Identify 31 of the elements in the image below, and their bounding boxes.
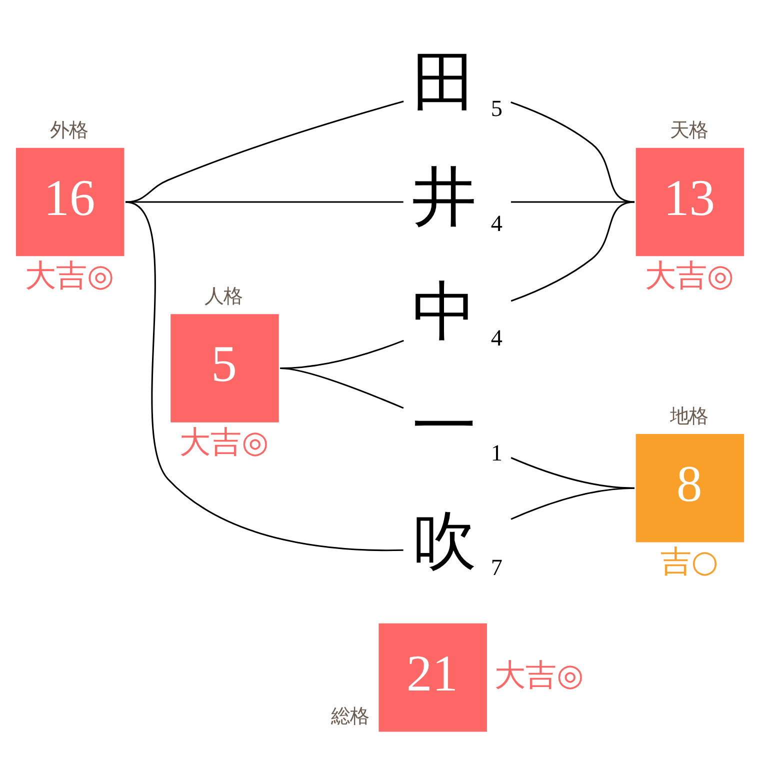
node-text: 田 bbox=[412, 44, 476, 120]
node-label: 1 bbox=[490, 440, 502, 466]
node-label: 4 bbox=[490, 210, 502, 236]
node-label: 4 bbox=[490, 325, 502, 352]
connector bbox=[280, 367, 404, 408]
node-label: 地格 bbox=[670, 404, 708, 427]
connector bbox=[510, 101, 635, 202]
node-box: 13 bbox=[636, 147, 744, 256]
node-text: 一 bbox=[412, 388, 476, 464]
node-text: 中 bbox=[412, 274, 476, 349]
connector bbox=[125, 100, 404, 202]
node-label: 大吉◎ bbox=[644, 258, 734, 294]
node-box: 5 bbox=[170, 314, 279, 422]
node-label: 吉○ bbox=[660, 544, 718, 580]
node-box: 16 bbox=[16, 147, 124, 256]
node-label: 総格 bbox=[331, 704, 370, 728]
node-text: 井 bbox=[412, 159, 476, 234]
node-label: 大吉◎ bbox=[494, 657, 584, 694]
connector bbox=[510, 200, 635, 302]
node-label: 大吉◎ bbox=[24, 258, 114, 294]
node-label: 大吉◎ bbox=[180, 424, 269, 460]
node-label: 天格 bbox=[670, 118, 708, 141]
connector bbox=[125, 200, 404, 551]
node-text: 吹 bbox=[412, 503, 476, 578]
node-box: 21 bbox=[378, 622, 487, 732]
connector bbox=[510, 486, 635, 520]
node-box: 8 bbox=[636, 434, 744, 542]
node-label: 5 bbox=[490, 96, 502, 122]
node-label: 7 bbox=[490, 554, 502, 580]
node-label: 人格 bbox=[204, 284, 243, 308]
node-label: 外格 bbox=[50, 118, 88, 141]
